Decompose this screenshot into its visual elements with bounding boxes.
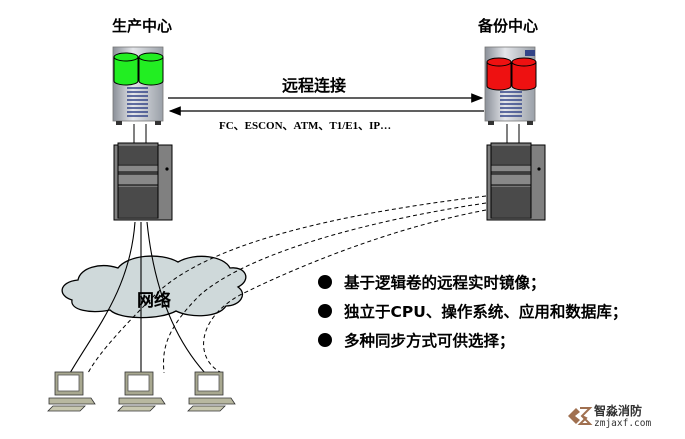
bullet-icon	[318, 275, 332, 289]
backup-storage	[484, 46, 537, 125]
watermark-logo-icon	[568, 407, 593, 425]
feature-text: 多种同步方式可供选择；	[344, 332, 515, 350]
production-storage	[112, 46, 164, 125]
watermark-name: 智淼消防	[594, 404, 643, 418]
remote-link-title: 远程连接	[282, 76, 347, 95]
production-client-links	[69, 221, 206, 374]
bullet-icon	[318, 304, 332, 318]
feature-item: 多种同步方式可供选择；	[318, 331, 648, 352]
backup-server	[486, 142, 546, 221]
feature-text: 独立于CPU、操作系统、应用和数据库；	[344, 303, 628, 321]
backup-disk-icon	[486, 57, 537, 91]
backup-site-label: 备份中心	[478, 17, 539, 35]
production-server	[113, 142, 173, 221]
client-computer-icon	[117, 371, 166, 412]
network-label: 网络	[137, 291, 171, 311]
feature-item: 基于逻辑卷的远程实时镜像；	[318, 273, 648, 294]
client-computer-icon	[47, 371, 96, 412]
production-disk-icon	[113, 52, 164, 86]
client-computers	[47, 371, 236, 412]
client-computer-icon	[187, 371, 236, 412]
feature-text: 基于逻辑卷的远程实时镜像；	[344, 274, 546, 292]
production-site-label: 生产中心	[112, 17, 173, 35]
bullet-icon	[318, 333, 332, 347]
feature-list: 基于逻辑卷的远程实时镜像； 独立于CPU、操作系统、应用和数据库； 多种同步方式…	[318, 273, 648, 360]
storage-server-cables	[133, 124, 520, 143]
protocol-list: FC、ESCON、ATM、T1/E1、IP…	[219, 120, 392, 132]
feature-item: 独立于CPU、操作系统、应用和数据库；	[318, 302, 648, 323]
watermark-url: zmjaxf.com	[594, 418, 652, 429]
backup-client-links	[87, 195, 487, 374]
network-cloud	[61, 255, 247, 319]
